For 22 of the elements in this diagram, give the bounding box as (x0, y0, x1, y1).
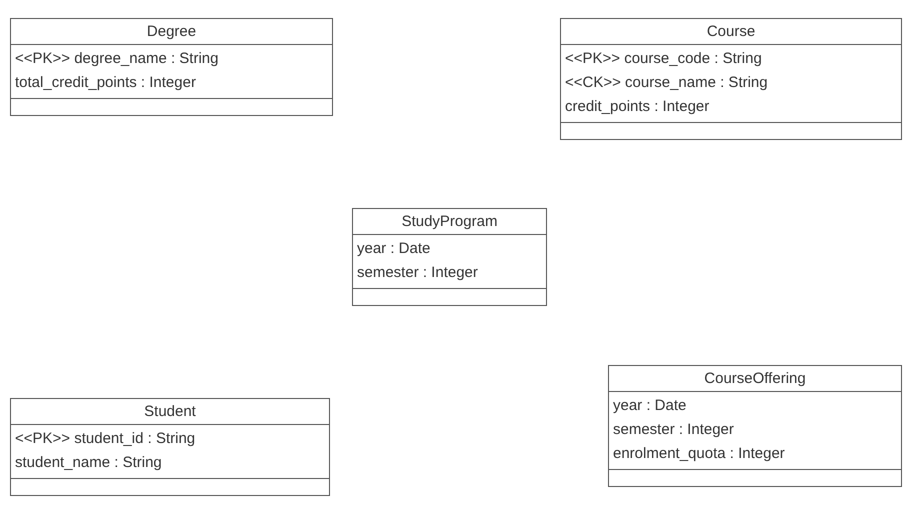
class-name: Student (144, 403, 196, 420)
attribute-text: credit_points : Integer (564, 97, 710, 117)
attribute-text: <<CK>> course_name : String (564, 73, 769, 93)
attribute-text: year : Date (356, 239, 432, 259)
attribute-text: enrolment_quota : Integer (612, 444, 786, 464)
class-name: CourseOffering (704, 370, 806, 387)
class-name: Course (706, 23, 756, 40)
class-box (10, 398, 330, 496)
attribute-text: year : Date (612, 396, 688, 416)
class-name: Degree (146, 23, 196, 40)
attribute-text: semester : Integer (612, 420, 735, 440)
class-box (10, 18, 333, 116)
class-box (608, 365, 902, 487)
attribute-text: <<PK>> course_code : String (564, 49, 763, 69)
attribute-text: <<PK>> degree_name : String (14, 49, 220, 69)
attribute-text: total_credit_points : Integer (14, 73, 197, 93)
class-box (560, 18, 902, 140)
class-name: StudyProgram (402, 213, 498, 230)
attribute-text: semester : Integer (356, 263, 479, 283)
attribute-text: student_name : String (14, 453, 163, 473)
class-box (352, 208, 547, 306)
attribute-text: <<PK>> student_id : String (14, 429, 196, 449)
